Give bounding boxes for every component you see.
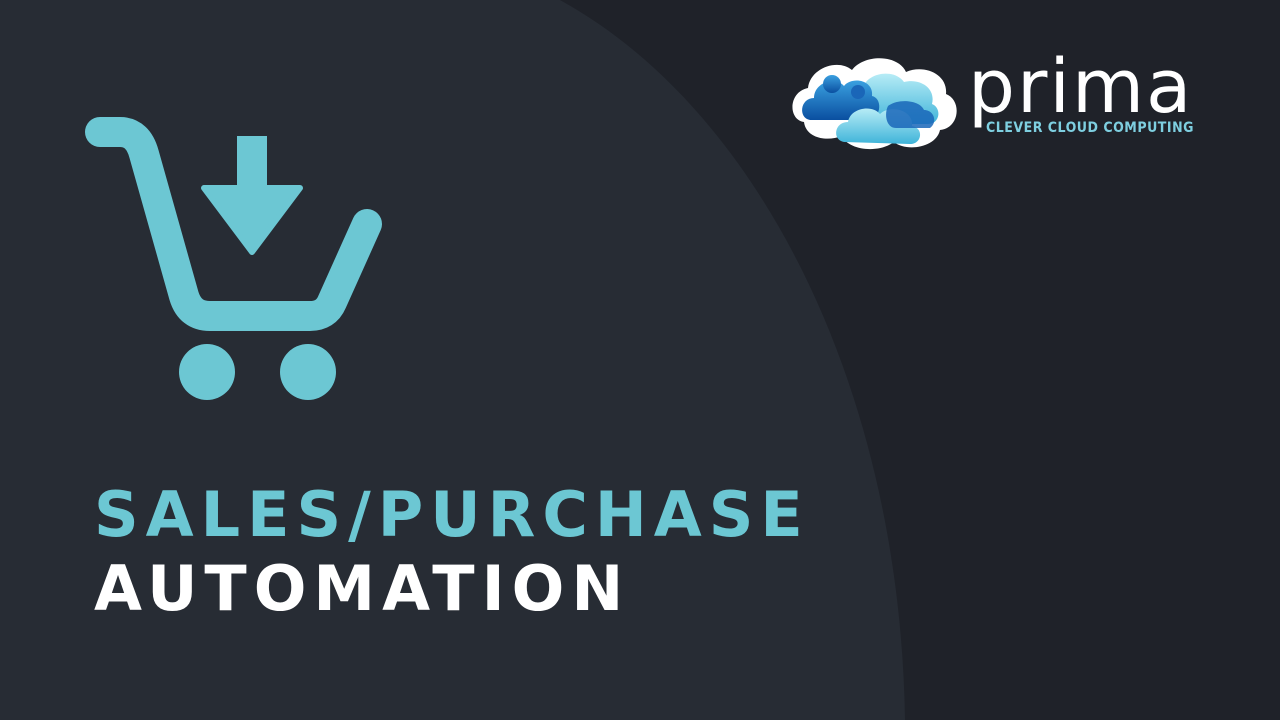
- cart-download-icon: [85, 117, 382, 400]
- title-line-2: AUTOMATION: [94, 552, 631, 625]
- brand-name: prima: [968, 44, 1194, 130]
- cloud-people-logo-icon: [792, 58, 957, 150]
- brand-logo: prima CLEVER CLOUD COMPUTING: [786, 50, 1236, 155]
- page-title: SALES/PURCHASE AUTOMATION: [94, 478, 810, 626]
- brand-tagline: CLEVER CLOUD COMPUTING: [986, 120, 1194, 136]
- title-line-1: SALES/PURCHASE: [94, 478, 810, 551]
